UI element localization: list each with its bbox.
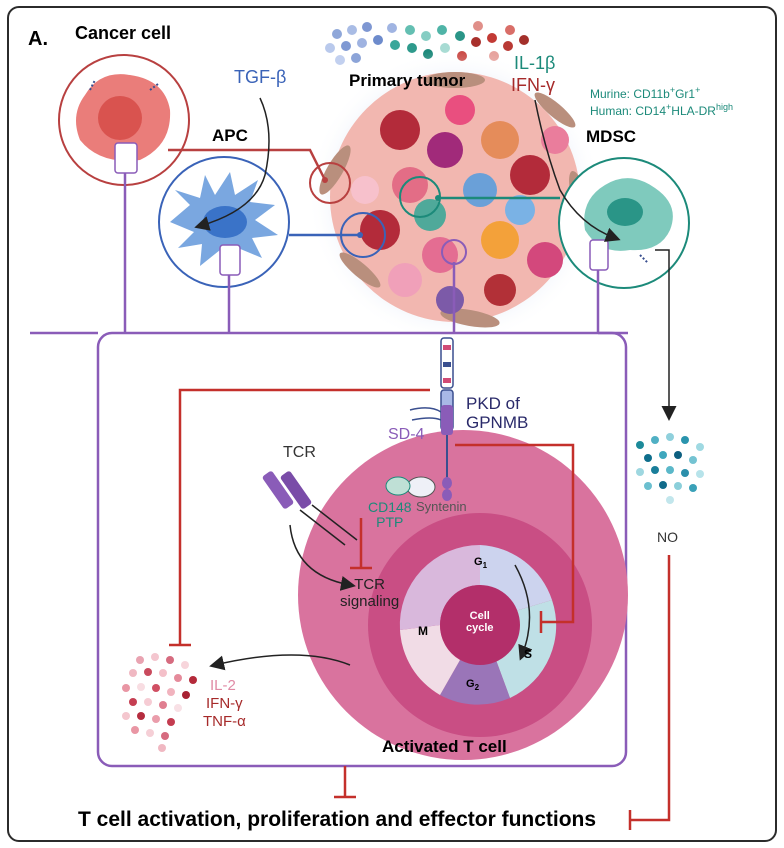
panel-label: A.: [28, 28, 48, 50]
syntenin-label: Syntenin: [416, 499, 467, 514]
tcr-label: TCR: [283, 444, 316, 461]
m-phase-label: M: [418, 624, 428, 638]
gpnmb-sd4-receptor: [385, 337, 454, 501]
ifng-bottom-label: IFN-γ: [206, 695, 243, 712]
no-label: NO: [657, 529, 678, 545]
gpnmb-to-cycle-inhibition: [455, 443, 575, 624]
il1b-label: IL-1β: [514, 53, 556, 73]
top-cytokine-dots: [325, 21, 529, 65]
apc-label: APC: [212, 126, 248, 145]
gpnmb-to-cytokine-inhibition: [178, 388, 430, 645]
primary-tumor-label: Primary tumor: [349, 71, 466, 90]
mdsc-label: MDSC: [586, 127, 637, 146]
s-phase-label: S: [524, 647, 533, 661]
mdsc-to-no-arrow: [655, 249, 677, 421]
tnfa-label: TNF-α: [203, 713, 246, 730]
tcr-receptor: [262, 471, 358, 591]
cancer-cell-label: Cancer cell: [75, 23, 172, 43]
activated-t-cell-label: Activated T cell: [382, 737, 507, 756]
g2-label: G2: [466, 678, 480, 693]
activated-t-cell: [298, 430, 628, 760]
murine-marker-label: Murine: CD11b+Gr1+: [590, 85, 701, 101]
bottom-outcome-label: T cell activation, proliferation and eff…: [78, 808, 597, 831]
t-cell-box: [96, 331, 628, 768]
cancer-cell-illustration: [58, 54, 190, 186]
apc-illustration: [158, 156, 290, 288]
tgf-beta-label: TGF-β: [234, 67, 287, 87]
no-dots: [636, 433, 704, 504]
cytokine-dots: [122, 653, 197, 752]
tumor-connectors: [168, 148, 560, 238]
il1b-arrow: [534, 99, 621, 242]
human-marker-label: Human: CD14+HLA-DRhigh: [590, 102, 733, 118]
sd4-label: SD-4: [388, 426, 425, 443]
mdsc-illustration: [558, 157, 690, 289]
t-cell-to-cytokine-arrow: [209, 654, 351, 671]
no-inhibition-line: [630, 555, 671, 822]
g1-label: G1: [474, 556, 488, 571]
tgf-beta-arrow: [194, 97, 270, 231]
ifng-top-label: IFN-γ: [511, 75, 555, 95]
il2-label: IL-2: [210, 677, 236, 694]
